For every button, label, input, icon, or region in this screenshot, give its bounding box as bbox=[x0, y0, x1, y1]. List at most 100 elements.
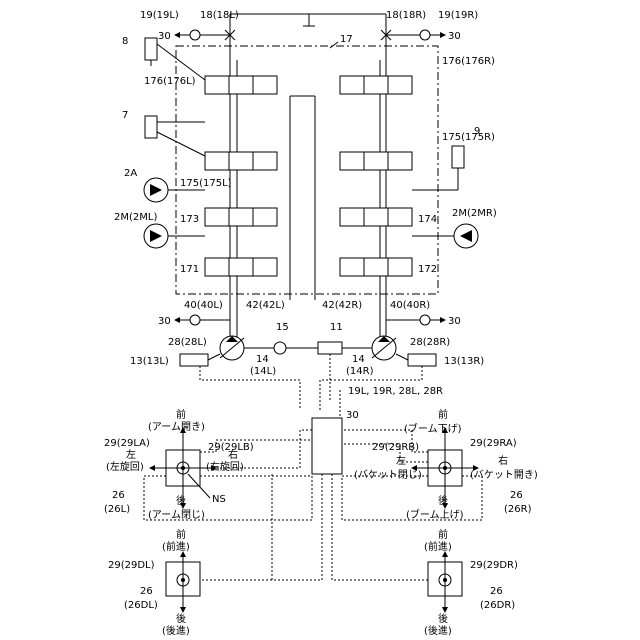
label-14r-b: (14R) bbox=[346, 366, 374, 377]
top-lines bbox=[230, 14, 386, 345]
pedal-r-unit-sub: (26DR) bbox=[480, 600, 515, 611]
label-motor-2mr: 2M(2MR) bbox=[452, 208, 497, 219]
label-controller-30: 30 bbox=[346, 410, 359, 421]
label-28l: 28(28L) bbox=[168, 337, 207, 348]
pedal-r-front: 前 bbox=[438, 528, 448, 541]
cylinder-8 bbox=[145, 38, 205, 80]
pedal-r-back-sub: (後進) bbox=[424, 624, 452, 637]
label-signals: 19L, 19R, 28L, 28R bbox=[348, 386, 443, 397]
label-28r: 28(28R) bbox=[410, 337, 450, 348]
pedal-l-front: 前 bbox=[176, 528, 186, 541]
lever-l-ns: NS bbox=[212, 494, 226, 505]
label-40r: 40(40R) bbox=[390, 300, 430, 311]
lever-r-left: 左 bbox=[396, 454, 406, 467]
label-171: 171 bbox=[180, 264, 199, 275]
valve-172 bbox=[340, 258, 412, 276]
label-cyl-7: 7 bbox=[122, 110, 128, 121]
lever-l-id: 29(29LA) bbox=[104, 438, 150, 449]
label-15: 15 bbox=[276, 322, 289, 333]
lever-r-left-sub: (バケット閉じ) bbox=[354, 469, 422, 481]
sensor-11 bbox=[318, 342, 342, 354]
valve-174 bbox=[340, 208, 412, 226]
label-30-top-r: 30 bbox=[448, 31, 461, 42]
label-14r-a: 14 bbox=[352, 354, 365, 365]
pedal-l-unit: 26 bbox=[140, 586, 153, 597]
lever-r-right: 右 bbox=[498, 454, 508, 467]
pedal-r-back: 後 bbox=[438, 612, 448, 625]
label-19r-top: 19(19R) bbox=[438, 10, 478, 21]
relief-valve-18r bbox=[381, 30, 420, 40]
lever-l-front: 前 bbox=[176, 408, 186, 421]
pump-14r bbox=[372, 336, 396, 360]
valve-175r bbox=[340, 152, 412, 170]
label-30-mid-l: 30 bbox=[158, 316, 171, 327]
lever-r-boom-up: (ブーム上げ) bbox=[406, 508, 464, 521]
label-motor-2a: 2A bbox=[124, 168, 137, 179]
label-18r-top: 18(18R) bbox=[386, 10, 426, 21]
lever-r-front: 前 bbox=[438, 408, 448, 421]
pedal-l-unit-sub: (26DL) bbox=[124, 600, 158, 611]
lever-l-right: 右 bbox=[228, 448, 238, 461]
motor-2ml bbox=[144, 224, 205, 248]
pedal-l-back-sub: (後進) bbox=[162, 624, 190, 637]
label-173: 173 bbox=[180, 214, 199, 225]
lever-l-unit-sub: (26L) bbox=[104, 504, 130, 515]
lever-l-back: 後 bbox=[176, 494, 186, 507]
pressure-sensor-19r bbox=[420, 30, 430, 40]
label-14l-b: (14L) bbox=[250, 366, 276, 377]
pressure-sensor-19l bbox=[190, 30, 200, 40]
valve-176l bbox=[205, 76, 277, 94]
motor-2mr bbox=[412, 224, 478, 248]
label-42r: 42(42R) bbox=[322, 300, 362, 311]
lever-r-unit: 26 bbox=[510, 490, 523, 501]
label-13r: 13(13R) bbox=[444, 356, 484, 367]
label-17: 17 bbox=[340, 34, 353, 45]
pedal-r-front-sub: (前進) bbox=[424, 540, 452, 553]
engine-15 bbox=[274, 342, 286, 354]
pump-14l bbox=[220, 336, 244, 360]
label-19l-top: 19(19L) bbox=[140, 10, 179, 21]
lever-l-right-sub: (右旋回) bbox=[206, 460, 244, 473]
label-motor-2ml: 2M(2ML) bbox=[114, 212, 157, 223]
lever-r-id-b: 29(29RB) bbox=[372, 442, 419, 453]
pedal-l-front-sub: (前進) bbox=[162, 540, 190, 553]
label-14l-a: 14 bbox=[256, 354, 269, 365]
label-cyl-9: 9 bbox=[474, 126, 480, 137]
regulator-13r bbox=[408, 354, 436, 366]
label-18l-top: 18(18L) bbox=[200, 10, 239, 21]
label-175l: 175(175L) bbox=[180, 178, 232, 189]
lever-l-left: 左 bbox=[126, 448, 136, 461]
valve-173 bbox=[205, 208, 277, 226]
label-42l: 42(42L) bbox=[246, 300, 285, 311]
label-30-mid-r: 30 bbox=[448, 316, 461, 327]
valve-175l bbox=[205, 152, 277, 170]
lever-r-id: 29(29RA) bbox=[470, 438, 517, 449]
label-174: 174 bbox=[418, 214, 437, 225]
lever-l-unit: 26 bbox=[112, 490, 125, 501]
pedal-r-unit: 26 bbox=[490, 586, 503, 597]
pedal-l-id: 29(29DL) bbox=[108, 560, 155, 571]
lever-l-arm-open: (アーム開き) bbox=[148, 421, 205, 433]
label-cyl-8: 8 bbox=[122, 36, 128, 47]
label-13l: 13(13L) bbox=[130, 356, 169, 367]
pressure-sensor-28l bbox=[190, 315, 200, 325]
label-176r: 176(176R) bbox=[442, 56, 495, 67]
lever-r-right-sub: (バケット開き) bbox=[470, 469, 538, 481]
pedal-r-id: 29(29DR) bbox=[470, 560, 518, 571]
valve-176r bbox=[340, 76, 412, 94]
label-11: 11 bbox=[330, 322, 343, 333]
label-176l: 176(176L) bbox=[144, 76, 196, 87]
valve-171 bbox=[205, 258, 277, 276]
controller-30 bbox=[312, 418, 342, 474]
regulator-13l bbox=[180, 354, 208, 366]
label-172: 172 bbox=[418, 264, 437, 275]
pedal-l-back: 後 bbox=[176, 612, 186, 625]
pressure-sensor-28r bbox=[420, 315, 430, 325]
lever-r-back: 後 bbox=[438, 494, 448, 507]
lever-r-boom-down: (ブーム下げ) bbox=[404, 422, 462, 435]
lever-l-arm-close: (アーム閉じ) bbox=[148, 509, 205, 521]
lever-r-unit-sub: (26R) bbox=[504, 504, 532, 515]
label-175r: 175(175R) bbox=[442, 132, 495, 143]
lever-l-left-sub: (左旋回) bbox=[106, 460, 144, 473]
